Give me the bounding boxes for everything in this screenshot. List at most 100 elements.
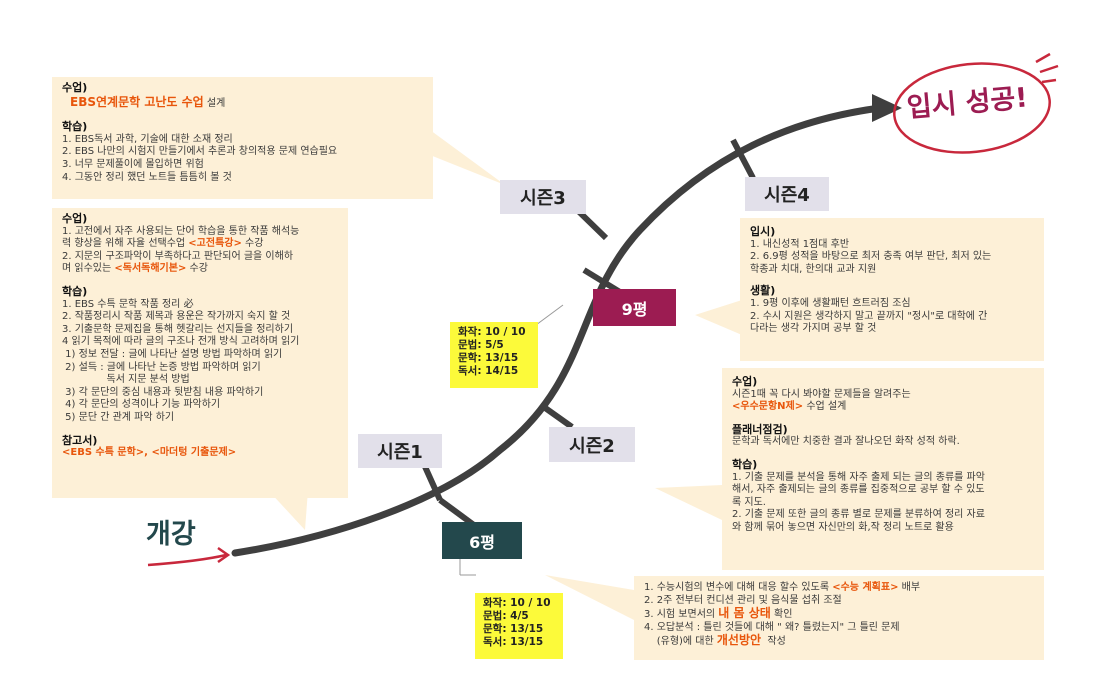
list-item: 다라는 생각 가지며 공부 할 것 <box>750 323 877 335</box>
tag-season1: 시즌1 <box>358 434 442 468</box>
highlight: <고전특강> <box>188 238 242 250</box>
text: 력 향상을 위해 자율 선택수업 <box>62 238 189 250</box>
list-item: 2. 작품정리시 작품 제목과 용운은 작가까지 숙지 할 것 <box>62 311 291 323</box>
text: 확인 <box>770 609 793 621</box>
callout-tail-6 <box>545 575 634 620</box>
text: 1. 수능시험의 변수에 대해 대응 할수 있도록 <box>644 582 833 593</box>
list-item: 4. 오답분석 : 틀린 것들에 대해 " 왜? 틀렸는지" 그 틀린 문제 <box>644 621 900 633</box>
highlight: 내 몸 상태 <box>718 606 771 621</box>
tag-season2: 시즌2 <box>549 427 635 462</box>
list-item: 4. 그동안 정리 했던 노트들 틈틈히 볼 것 <box>62 171 232 183</box>
text: 수강 <box>241 238 264 250</box>
list-item: 와 함께 묶어 놓으면 자신만의 화,작 정리 노트로 활용 <box>732 521 954 533</box>
heading: 학습) <box>62 284 88 298</box>
text: 며 읽수있는 <box>62 263 115 275</box>
list-item: 2. 기출 문제 또한 글의 종류 별로 문제를 분류하여 정리 자료 <box>732 509 985 521</box>
list-item: 2. 6.9평 성적을 바탕으로 최저 충족 여부 판단, 최저 있는 <box>750 251 992 263</box>
heading: 입시) <box>750 225 776 238</box>
list-item: 5) 문단 간 관계 파악 하기 <box>62 411 175 423</box>
tag-exam6: 6평 <box>442 522 522 559</box>
list-item: 2. 2주 전부터 컨디션 관리 및 음식물 섭취 조절 <box>644 594 842 606</box>
text: 설계 <box>203 97 226 109</box>
score-line: 문법: 5/5 <box>458 339 504 351</box>
class-line: EBS연계문학 고난도 수업 설계 <box>62 94 423 111</box>
heading: 생활) <box>750 284 776 298</box>
list-item: 1. EBS 수특 문학 작품 정리 必 <box>62 298 194 310</box>
text: 1. 고전에서 자주 사용되는 단어 학습을 통한 작품 해석능 <box>62 225 300 237</box>
goal-circle <box>893 62 1051 154</box>
text: 수업 설계 <box>803 401 847 413</box>
connector-9-scores <box>535 304 564 326</box>
text: 배부 <box>898 582 921 593</box>
callout-tail-season3 <box>430 130 505 185</box>
callout-season3: 수업) EBS연계문학 고난도 수업 설계 학습) 1. EBS독서 과학, 기… <box>52 77 433 199</box>
tag-exam9: 9평 <box>593 289 676 326</box>
highlight: <수능 계획표> <box>832 582 899 593</box>
text: 수강 <box>186 263 208 275</box>
list-item: 록 지도. <box>732 496 766 508</box>
road-arrowhead <box>872 94 902 122</box>
callout-tail-season1 <box>268 490 308 530</box>
callout-tail-season4 <box>695 300 742 335</box>
list-item: 3. 기출문학 문제집을 통해 헷갈리는 선지들을 정리하기 <box>62 323 294 335</box>
callout-tail-season2 <box>655 485 722 520</box>
callout-season4: 입시) 1. 내신성적 1점대 후반 2. 6.9평 성적을 바탕으로 최저 충… <box>740 218 1044 361</box>
start-label: 개강 <box>146 519 196 550</box>
score-line: 독서: 13/15 <box>483 636 544 648</box>
start-red-arrow <box>147 553 227 567</box>
tag-season4: 시즌4 <box>745 177 829 211</box>
heading: 플래너점검) <box>732 422 788 436</box>
list-item: 1. 내신성적 1점대 후반 <box>750 238 850 250</box>
class-line: 력 향상을 위해 자율 선택수업 <고전특강> 수강 <box>62 238 338 251</box>
list-item: 해서, 자주 출제되는 글의 종류를 집중적으로 공부 할 수 있도 <box>732 484 985 496</box>
score-line: 문학: 13/15 <box>458 352 519 364</box>
list-item: 2) 설득 : 글에 나타난 논증 방법 파악하며 읽기 <box>62 361 261 373</box>
stem-season2 <box>539 402 574 430</box>
scores-exam9: 화작: 10 / 10 문법: 5/5 문학: 13/15 독서: 14/15 <box>450 322 538 388</box>
class-line: <우수문항N제> 수업 설계 <box>732 401 1034 414</box>
highlight: EBS연계문학 고난도 수업 <box>70 94 204 109</box>
list-item: 4) 각 문단의 성격이나 기능 파악하기 <box>62 399 221 411</box>
highlight: <우수문항N제> <box>732 401 804 413</box>
scores-exam6: 화작: 10 / 10 문법: 4/5 문학: 13/15 독서: 13/15 <box>475 593 563 659</box>
list-item: 1. 수능시험의 변수에 대해 대응 할수 있도록 <수능 계획표> 배부 <box>644 582 1034 595</box>
text: 2. 지문의 구조파악이 부족하다고 판단되어 글을 이해하 <box>62 250 294 262</box>
list-item: 2. EBS 나만의 시험지 만들기에서 추론과 창의적용 문제 연습필요 <box>62 146 338 158</box>
text: 시즌1때 꼭 다시 봐야할 문제들을 알려주는 <box>732 388 911 400</box>
class-line: 며 읽수있는 <독서독해기본> 수강 <box>62 263 338 276</box>
list-item: 2. 수시 지원은 생각하지 말고 끝까지 "정시"로 대학에 간 <box>750 310 988 322</box>
text: 3. 시험 보면서의 <box>644 609 719 621</box>
list-item: 독서 지문 분석 방법 <box>62 374 190 386</box>
callout-season2: 수업) 시즌1때 꼭 다시 봐야할 문제들을 알려주는 <우수문항N제> 수업 … <box>722 368 1044 570</box>
highlight: <독서독해기본> <box>114 263 187 275</box>
road-arc <box>231 104 884 557</box>
callout-exam6: 1. 수능시험의 변수에 대해 대응 할수 있도록 <수능 계획표> 배부 2.… <box>634 576 1044 660</box>
list-item: 4 읽기 목적에 따라 글의 구조나 전개 방식 고려하며 읽기 <box>62 336 300 348</box>
text: 문학과 독서에만 치중한 결과 잘나오던 화작 성적 하락. <box>732 436 960 448</box>
list-item: 1. EBS독서 과학, 기술에 대한 소재 정리 <box>62 133 233 145</box>
list-item: (유형)에 대한 개선방안 작성 <box>644 634 1034 649</box>
start-red-arrowhead <box>217 546 231 564</box>
list-item: 3. 너무 문제풀이에 몰입하면 위험 <box>62 158 204 170</box>
reference-books: <EBS 수특 문학>, <마더텅 기출문제> <box>62 447 237 459</box>
score-line: 문학: 13/15 <box>483 623 544 635</box>
text: (유형)에 대한 <box>644 636 717 648</box>
score-line: 화작: 10 / 10 <box>458 326 526 338</box>
score-line: 독서: 14/15 <box>458 365 519 377</box>
stem-season4 <box>730 138 756 180</box>
list-item: 1. 기출 문제를 분석을 통해 자주 출제 되는 글의 종류를 파악 <box>732 471 985 483</box>
goal-accent-3 <box>1041 78 1057 84</box>
score-line: 화작: 10 / 10 <box>483 597 551 609</box>
score-line: 문법: 4/5 <box>483 610 529 622</box>
text: 작성 <box>761 636 786 648</box>
tag-season3: 시즌3 <box>500 180 586 214</box>
list-item: 3. 시험 보면서의 내 몸 상태 확인 <box>644 607 1034 622</box>
goal-accent-2 <box>1039 64 1059 74</box>
heading: 학습) <box>62 120 88 134</box>
goal-accent-1 <box>1035 52 1051 64</box>
highlight: 개선방안 <box>716 633 762 648</box>
heading: 참고서) <box>62 433 98 447</box>
list-item: 1) 정보 전달 : 글에 나타난 설명 방법 파악하며 읽기 <box>62 348 283 360</box>
list-item: 학종과 치대, 한의대 교과 지원 <box>750 263 877 275</box>
